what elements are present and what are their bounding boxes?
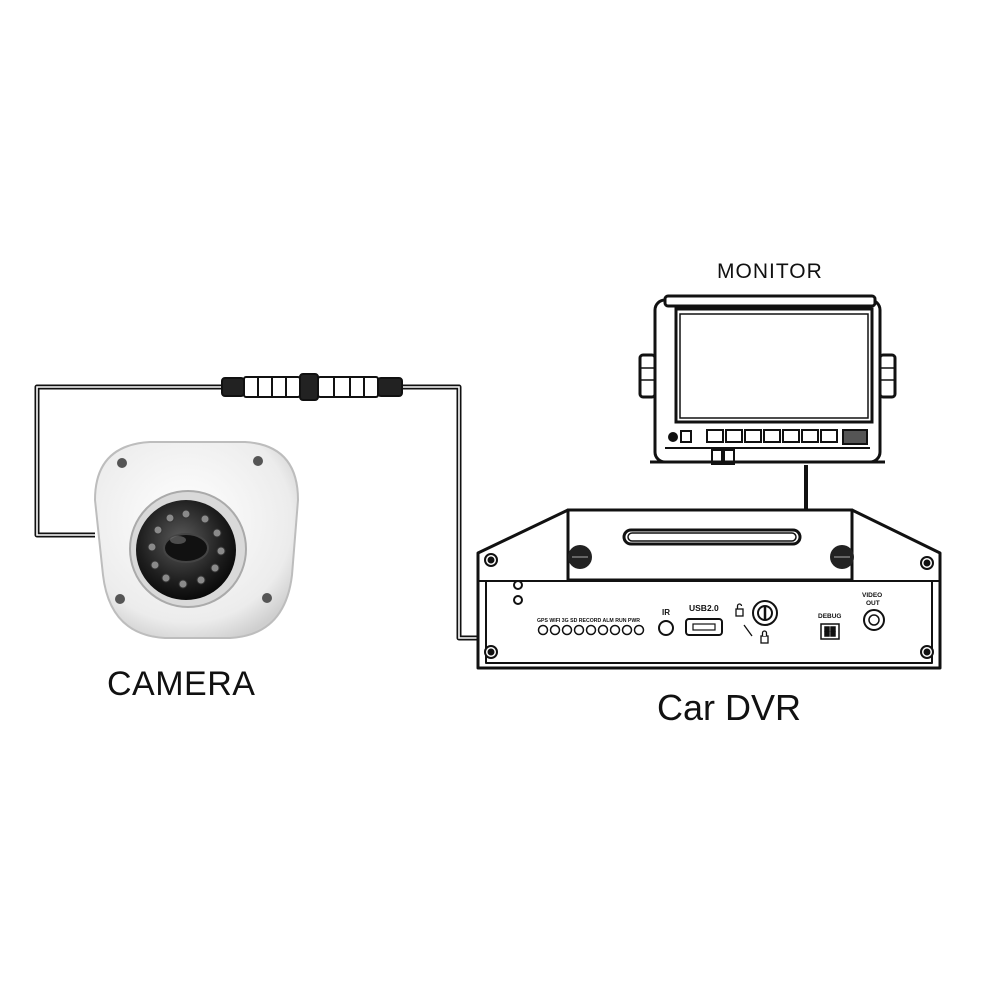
video-out-label-line1: VIDEO (862, 592, 882, 599)
dome-camera (93, 441, 300, 639)
camera-cable-inner (36, 386, 478, 639)
debug-label: DEBUG (818, 613, 841, 620)
camera-screw-icon (117, 458, 127, 468)
camera-label: CAMERA (107, 665, 256, 703)
monitor-button-row (668, 429, 868, 445)
dvr-key-lock (735, 600, 778, 644)
debug-port (820, 623, 840, 640)
video-out-port (863, 609, 885, 631)
monitor-power-icon (668, 432, 678, 442)
car-dvr (476, 508, 942, 670)
camera-screw-icon (253, 456, 263, 466)
camera-screw-icon (115, 594, 125, 604)
camera-lens (163, 533, 209, 563)
unlock-icon (735, 608, 744, 617)
cable-connector (221, 373, 403, 401)
usb-label: USB2.0 (689, 603, 719, 613)
video-out-label-line2: OUT (866, 600, 880, 607)
lock-icon (760, 635, 769, 644)
camera-screw-icon (262, 593, 272, 603)
ir-sensor-icon (658, 620, 674, 636)
monitor (638, 294, 897, 465)
ir-label: IR (662, 608, 670, 617)
dvr-indicator-leds (537, 624, 645, 636)
monitor-speaker-grille (842, 429, 868, 445)
monitor-label: MONITOR (717, 260, 823, 283)
dvr-indicator-labels: GPS WIFI 3G SD RECORD ALM RUN PWR (537, 618, 640, 624)
ir-led-ring (147, 509, 226, 589)
dvr-lid-screws (568, 545, 854, 569)
dvr-corner-screws (484, 553, 934, 659)
car-dvr-label: Car DVR (657, 687, 802, 728)
